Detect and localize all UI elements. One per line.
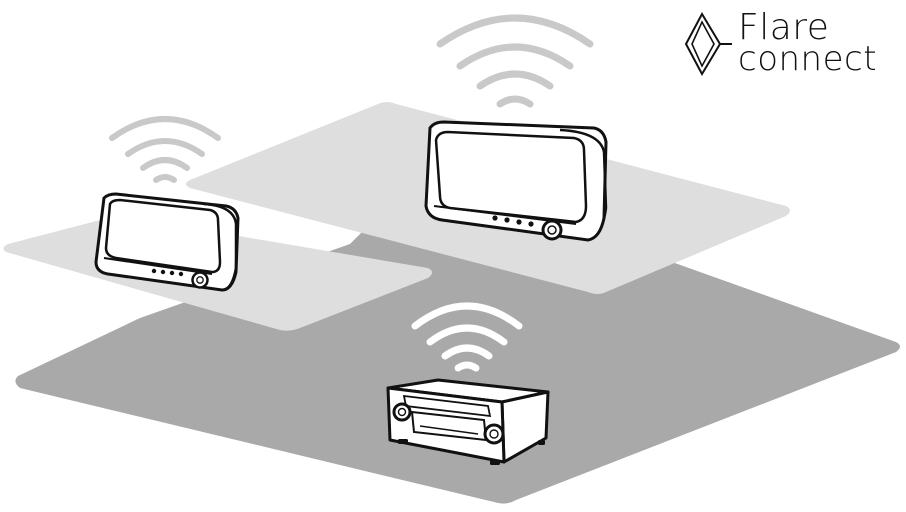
av-receiver xyxy=(386,378,550,465)
speaker-small xyxy=(94,192,240,292)
speaker-large xyxy=(424,120,608,242)
brand-logo: Flare connect xyxy=(684,8,894,80)
logo-text-connect: connect xyxy=(738,39,878,79)
diamond-icon xyxy=(684,11,732,77)
logo-text-flare: Flare xyxy=(738,7,830,48)
wifi-icon xyxy=(436,14,594,108)
wifi-icon xyxy=(109,116,221,183)
wifi-icon xyxy=(411,302,523,372)
